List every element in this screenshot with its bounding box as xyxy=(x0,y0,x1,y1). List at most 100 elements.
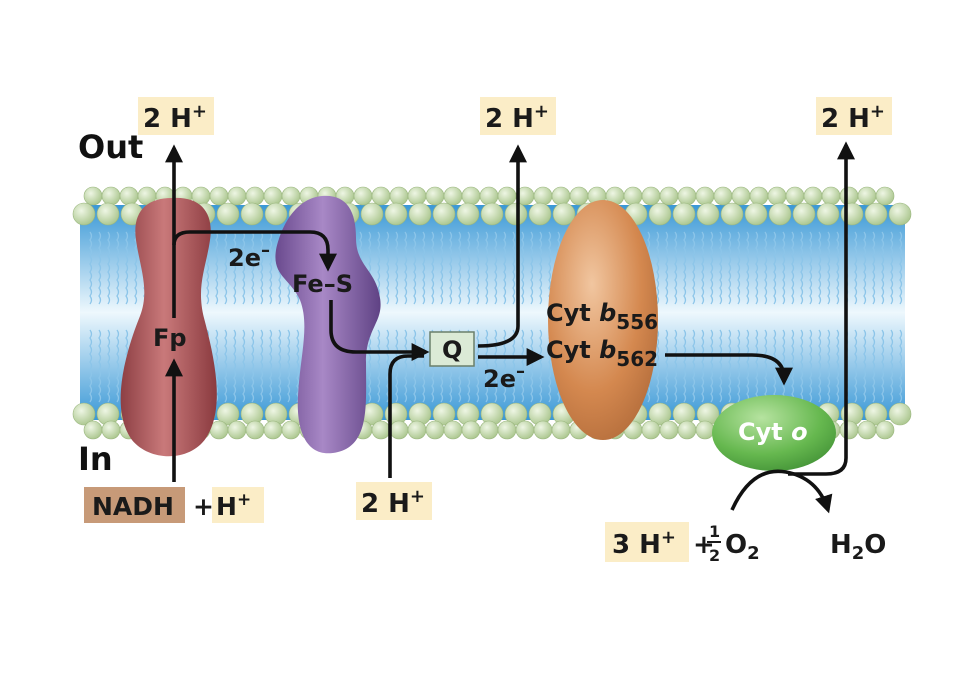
lipid-head xyxy=(888,402,912,426)
lipid-tail xyxy=(242,329,246,403)
lipid-tail xyxy=(98,231,102,305)
lipid-tail xyxy=(485,231,489,305)
lipid-tail xyxy=(728,231,732,305)
electron-label-1: 2e– xyxy=(228,240,270,272)
lipid-head xyxy=(515,420,535,440)
lipid-head xyxy=(720,202,744,226)
lipid-tail xyxy=(683,231,687,305)
lipid-head xyxy=(72,202,96,226)
lipid-head xyxy=(497,420,517,440)
lipid-head xyxy=(875,420,895,440)
lipid-tail xyxy=(449,231,453,305)
lipid-tail xyxy=(125,231,129,305)
lipid-head xyxy=(72,402,96,426)
lipid-head xyxy=(227,186,247,206)
lipid-tail xyxy=(872,329,876,403)
lipid-tail xyxy=(467,231,471,305)
lipid-tail xyxy=(683,329,687,403)
cyt-b-complex xyxy=(548,200,658,440)
svg-text:+: + xyxy=(693,530,715,560)
lipid-tail xyxy=(773,329,777,403)
svg-text:2 H+: 2 H+ xyxy=(361,486,425,519)
svg-text:O2: O2 xyxy=(725,530,760,564)
inside-label: In xyxy=(78,440,113,478)
lipid-head xyxy=(83,186,103,206)
lipid-head xyxy=(497,186,517,206)
lipid-tail xyxy=(485,329,489,403)
lipid-tail xyxy=(278,329,282,403)
lipid-head xyxy=(551,186,571,206)
lipid-tail xyxy=(116,329,120,403)
lipid-tail xyxy=(863,231,867,305)
lipid-tail xyxy=(521,231,525,305)
fp-label: Fp xyxy=(153,324,187,352)
lipid-head xyxy=(768,202,792,226)
lipid-head xyxy=(389,420,409,440)
lipid-head xyxy=(552,202,576,226)
lipid-tail xyxy=(476,231,480,305)
lipid-tail xyxy=(890,329,894,403)
arrow-q-up xyxy=(477,144,527,348)
lipid-tail xyxy=(233,329,237,403)
lipid-tail xyxy=(413,231,417,305)
lipid-tail xyxy=(773,231,777,305)
lipid-head xyxy=(551,420,571,440)
lipid-tail xyxy=(539,329,543,403)
lipid-head xyxy=(408,202,432,226)
lipid-tail xyxy=(809,329,813,403)
lipid-tail xyxy=(674,231,678,305)
nadh-label: NADH + H+ xyxy=(84,487,264,523)
lipid-tail xyxy=(899,329,903,403)
lipid-head xyxy=(677,420,697,440)
lipid-tail xyxy=(494,231,498,305)
lipid-tail xyxy=(881,231,885,305)
lipid-tail xyxy=(827,231,831,305)
lipid-tail xyxy=(386,231,390,305)
lipid-tail xyxy=(899,231,903,305)
lipid-head xyxy=(264,202,288,226)
lipid-head xyxy=(803,186,823,206)
lipid-tail xyxy=(530,231,534,305)
proton-label-top-left: 2 H+ xyxy=(138,97,214,135)
lipid-head xyxy=(371,186,391,206)
lipid-tail xyxy=(800,231,804,305)
lipid-head xyxy=(864,402,888,426)
lipid-tail xyxy=(665,231,669,305)
lipid-head xyxy=(533,420,553,440)
lipid-tail xyxy=(764,329,768,403)
lipid-head xyxy=(432,402,456,426)
lipid-tail xyxy=(782,329,786,403)
lipid-tail xyxy=(665,329,669,403)
arrow-in-to-q xyxy=(388,354,424,478)
lipid-tail xyxy=(224,329,228,403)
lipid-tail xyxy=(512,329,516,403)
lipid-head xyxy=(731,186,751,206)
lipid-tail xyxy=(827,329,831,403)
lipid-head xyxy=(480,202,504,226)
lipid-tail xyxy=(224,231,228,305)
lipid-head xyxy=(209,186,229,206)
lipid-head xyxy=(479,420,499,440)
arrow-fp-to-fes xyxy=(172,230,337,272)
lipid-head xyxy=(528,202,552,226)
lipid-head xyxy=(696,202,720,226)
lipid-tail xyxy=(233,231,237,305)
lipid-head xyxy=(648,202,672,226)
lipid-tail xyxy=(503,231,507,305)
lipid-tail xyxy=(656,329,660,403)
lipid-head xyxy=(425,420,445,440)
svg-text:H+: H+ xyxy=(216,490,251,521)
lipid-tail xyxy=(107,329,111,403)
lipid-head xyxy=(875,186,895,206)
lipid-tail xyxy=(395,329,399,403)
lipid-head xyxy=(641,420,661,440)
lipid-tail xyxy=(854,231,858,305)
lipid-tail xyxy=(719,231,723,305)
oxygen-reaction: 3 H+ + 1 2 O2 H2O xyxy=(605,522,886,565)
lipid-tail xyxy=(755,329,759,403)
lipid-head xyxy=(767,186,787,206)
lipid-tail xyxy=(215,231,219,305)
lipid-tail xyxy=(431,231,435,305)
svg-text:NADH: NADH xyxy=(92,492,174,521)
lipid-tail xyxy=(692,329,696,403)
